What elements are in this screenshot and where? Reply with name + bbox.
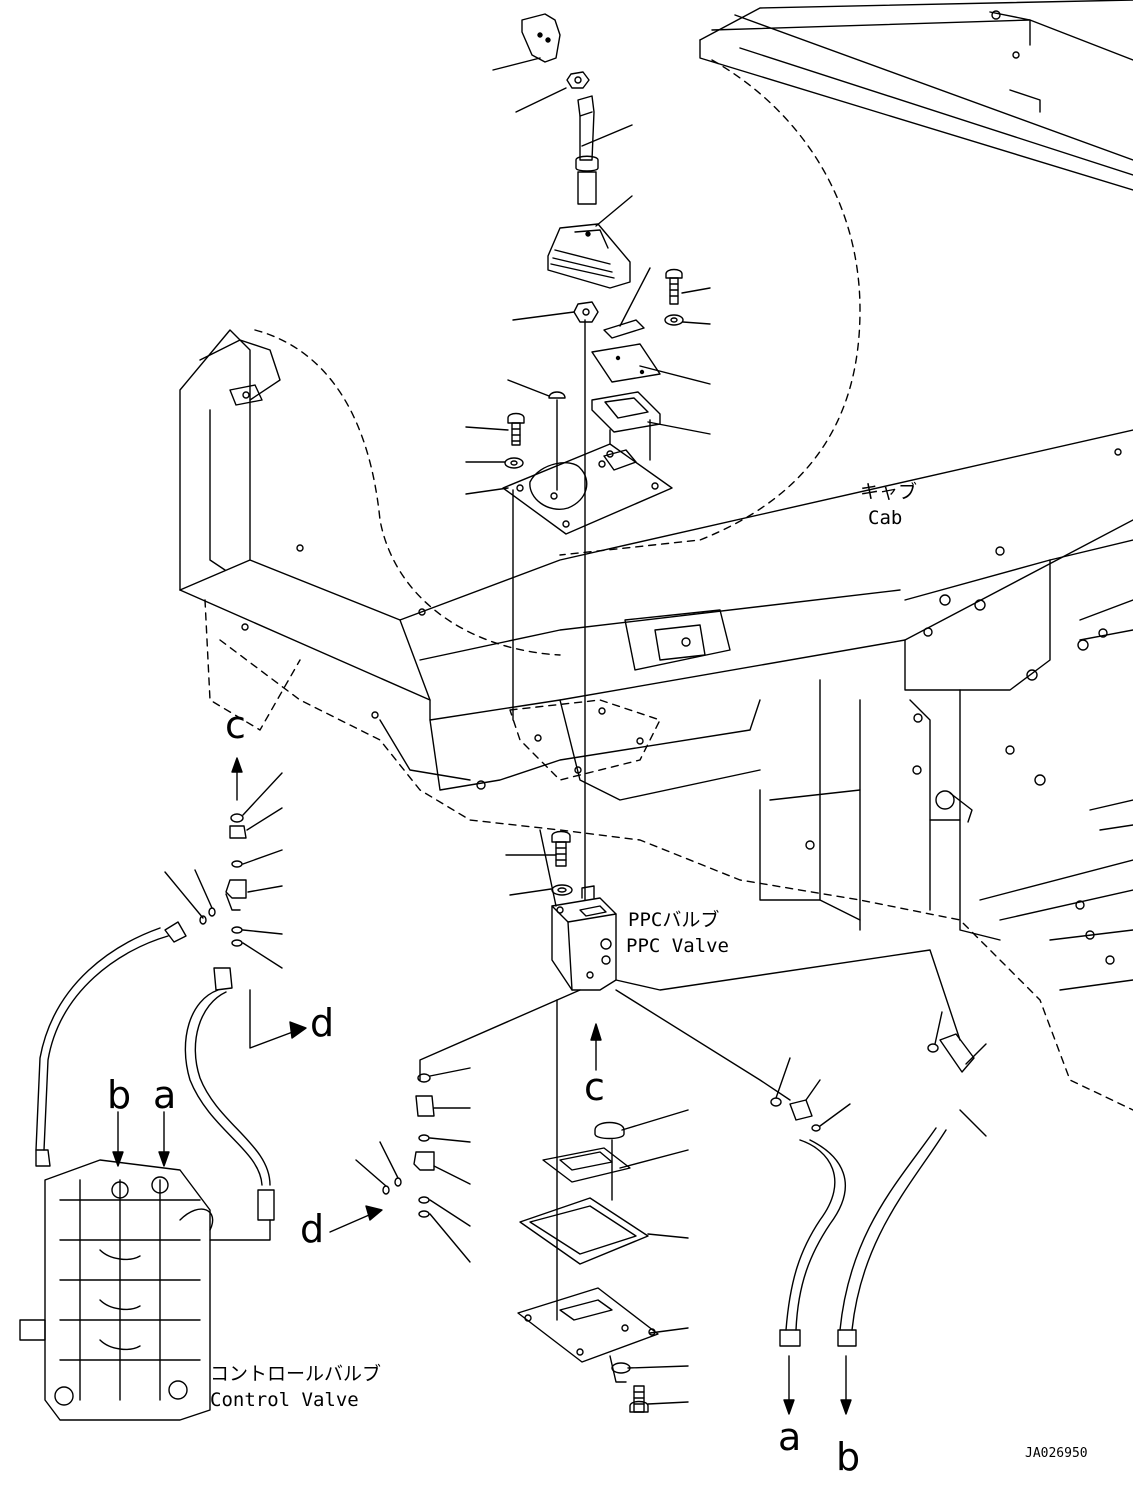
- leader-lines-right: [419, 949, 987, 1137]
- lever-rod: [577, 95, 595, 161]
- leader-lines-left: [164, 772, 283, 969]
- ppc-valve-label-jp: PPCバルブ: [628, 908, 719, 931]
- lever-nut: [566, 71, 590, 89]
- ppc-valve-label-en: PPC Valve: [626, 935, 729, 957]
- leader-lines-lower: [619, 1109, 689, 1405]
- ref-d-left: d: [300, 1207, 324, 1251]
- lower-left-fittings: [382, 1073, 435, 1218]
- lever-boot: [547, 223, 631, 289]
- ref-b-left: b: [107, 1073, 131, 1117]
- reference-arrows: [112, 757, 852, 1415]
- lower-plate-stack: [517, 999, 659, 1413]
- leader-lines-lower-left: [355, 1067, 471, 1263]
- control-valve: [19, 1159, 271, 1421]
- ref-c-bottom: c: [584, 1065, 605, 1109]
- lever-assembly: [502, 13, 684, 901]
- hoses: [35, 927, 975, 1347]
- control-valve-label-en: Control Valve: [210, 1389, 359, 1411]
- cab-label-en: Cab: [868, 507, 902, 529]
- mount-plate: [502, 443, 673, 535]
- control-valve-label-jp: コントロールバルブ: [210, 1362, 381, 1385]
- ppc-valve: [539, 829, 617, 991]
- leader-lines-top: [465, 57, 711, 495]
- text-labels: キャブ Cab PPCバルブ PPC Valve コントロールバルブ Contr…: [107, 480, 1088, 1479]
- ref-d-right: d: [310, 1001, 334, 1045]
- ref-b-bottom: b: [836, 1435, 860, 1479]
- cab-label-jp: キャブ: [860, 480, 917, 503]
- cab-frame: [179, 0, 1133, 1111]
- ref-a-bottom: a: [778, 1415, 801, 1459]
- top-plate: [591, 343, 661, 383]
- leader-lines-ppc: [505, 854, 557, 896]
- ref-a-left: a: [153, 1073, 176, 1117]
- drawing-code: JA026950: [1025, 1446, 1088, 1461]
- lever-knob: [521, 13, 561, 63]
- left-fittings: [164, 813, 247, 991]
- ref-c-top: c: [225, 703, 246, 747]
